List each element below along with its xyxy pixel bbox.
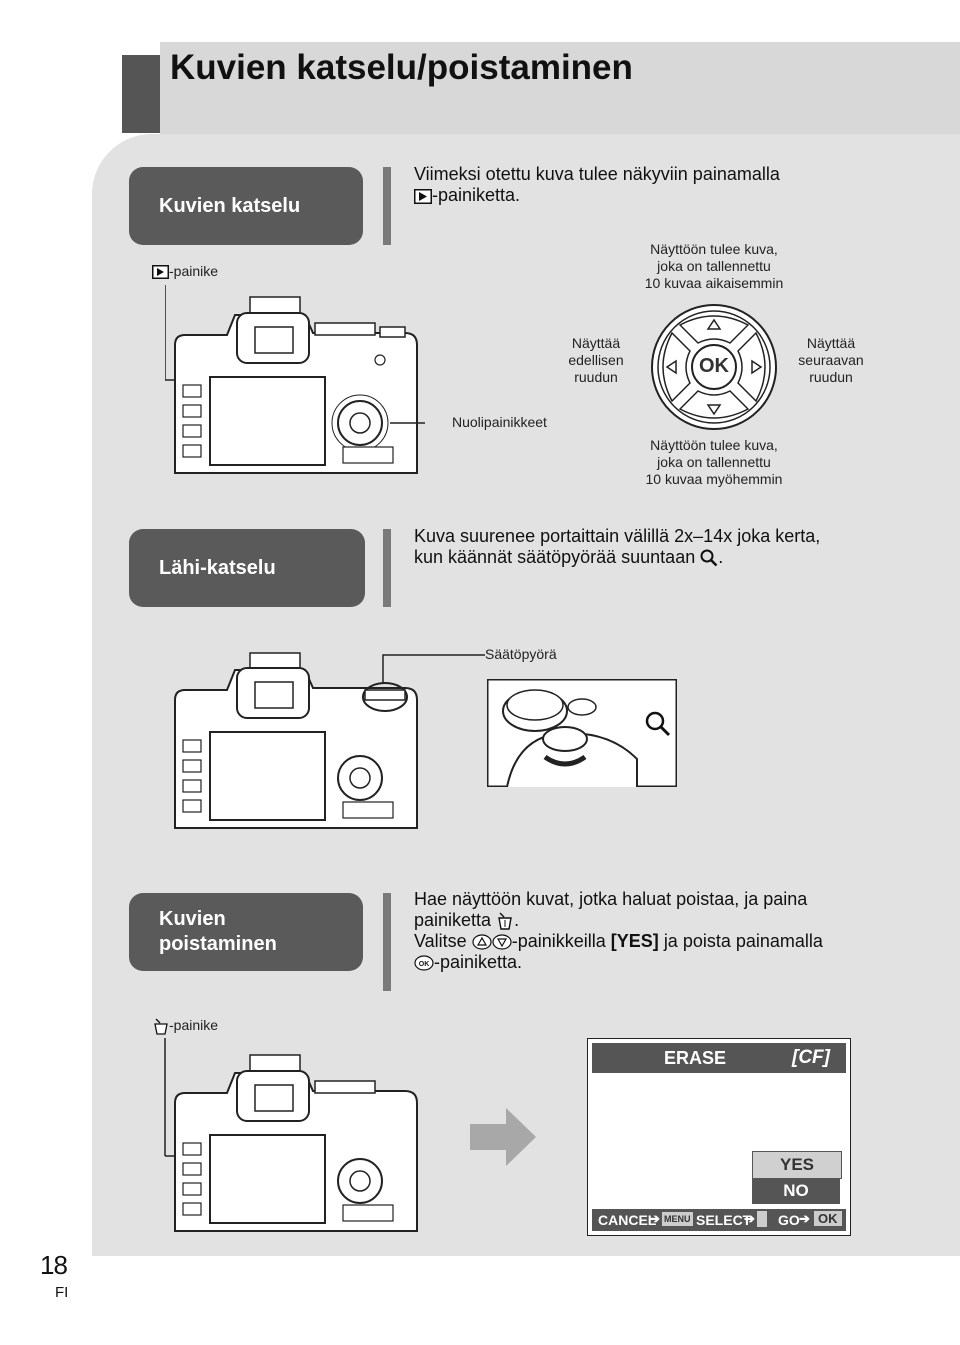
select-label: SELECT — [696, 1212, 752, 1228]
section-label-text: Kuvien poistaminen — [159, 907, 277, 957]
lcd-footer: CANCEL ➔ MENU SELECT ➔ GO ➔ OK — [592, 1209, 846, 1231]
ok-button — [691, 344, 737, 390]
updown-key-icon — [757, 1211, 767, 1227]
right-arrow-icon — [751, 359, 763, 375]
label-text: -painike — [169, 1017, 219, 1033]
desc-line: Hae näyttöön kuvat, jotka haluat poistaa… — [414, 889, 808, 909]
left-arrow-icon — [665, 359, 677, 375]
desc-text: -painiketta. — [434, 952, 523, 972]
label-line: poistaminen — [159, 933, 277, 955]
desc-line: kun käännät säätöpyörää suuntaan . — [414, 547, 914, 568]
label-text: -painike — [169, 263, 219, 279]
dial-closeup-illustration — [487, 679, 677, 787]
desc-text: . — [514, 910, 520, 930]
dial-label: Säätöpyörä — [485, 646, 557, 662]
svg-text:OK: OK — [419, 961, 430, 968]
desc-line: painiketta . — [414, 910, 934, 931]
desc-text-bold: [YES] — [610, 931, 659, 951]
camera-back-illustration — [165, 285, 425, 474]
desc-text: Valitse — [414, 931, 467, 951]
desc-text: painiketta — [414, 910, 492, 930]
up-arrow-icon — [706, 318, 722, 330]
desc-line: 10 kuvaa myöhemmin — [645, 471, 783, 487]
desc-line: joka on tallennettu — [657, 454, 771, 470]
arrow-buttons-label: Nuolipainikkeet — [452, 414, 547, 430]
desc-text: -painikkeilla — [511, 931, 606, 951]
menu-key: MENU — [662, 1212, 693, 1226]
erase-description: Hae näyttöön kuvat, jotka haluat poistaa… — [414, 889, 934, 973]
ok-icon: OK — [414, 955, 434, 971]
language-code: FI — [55, 1284, 69, 1301]
closeup-description: Kuva suurenee portaittain välillä 2x–14x… — [414, 526, 914, 568]
play-button-label: -painike — [152, 263, 218, 280]
page-title: Kuvien katselu/poistaminen — [170, 48, 633, 87]
arrow-right-icon — [470, 1108, 536, 1166]
section-label-text: Lähi-katselu — [159, 556, 276, 579]
desc-line: Näyttöön tulee kuva, — [650, 241, 778, 257]
desc-line: 10 kuvaa aikaisemmin — [644, 275, 784, 291]
page-number: 18 — [40, 1250, 68, 1280]
go-label: GO — [778, 1212, 800, 1228]
zoom-icon — [645, 711, 665, 731]
up-arrow-icon — [472, 934, 492, 950]
section-label-closeup: Lähi-katselu — [129, 529, 365, 607]
desc-line: Näyttää — [806, 335, 856, 351]
play-icon — [414, 188, 432, 204]
desc-line: Valitse -painikkeilla [YES] ja poista pa… — [414, 931, 934, 952]
section-label-erase: Kuvien poistaminen — [129, 893, 363, 971]
trash-icon — [154, 1018, 168, 1035]
right-arrow-description: Näyttää seuraavan ruudun — [788, 335, 874, 386]
desc-line: OK -painiketta. — [414, 952, 934, 973]
title-background — [160, 42, 960, 134]
no-option[interactable]: NO — [752, 1178, 840, 1204]
desc-line: Näyttöön tulee kuva, — [650, 437, 778, 453]
left-arrow-description: Näyttää edellisen ruudun — [555, 335, 637, 386]
play-icon — [152, 265, 169, 280]
desc-line: -painiketta. — [414, 185, 874, 206]
section-divider — [383, 167, 391, 245]
up-arrow-description: Näyttöön tulee kuva, joka on tallennettu… — [628, 241, 800, 292]
down-arrow-icon — [706, 404, 722, 416]
desc-line: Näyttää — [571, 335, 621, 351]
erase-lcd-screen: ERASE [CF] YES NO CANCEL ➔ MENU SELECT ➔… — [587, 1038, 851, 1236]
desc-line: ruudun — [809, 369, 853, 385]
title-accent-bar — [122, 55, 160, 133]
camera-back-illustration — [164, 1038, 418, 1232]
desc-text: -painiketta. — [432, 185, 521, 205]
trash-icon — [498, 912, 512, 930]
section-label-text: Kuvien katselu — [159, 194, 301, 217]
section-label-playback: Kuvien katselu — [129, 167, 363, 245]
yes-option[interactable]: YES — [752, 1151, 842, 1179]
desc-line: edellisen — [568, 352, 624, 368]
down-arrow-icon — [492, 934, 512, 950]
ok-button-label: OK — [699, 355, 729, 377]
lcd-header-title: ERASE — [664, 1048, 727, 1068]
label-line: Kuvien — [159, 908, 226, 930]
cancel-label: CANCEL — [598, 1212, 657, 1228]
desc-line: seuraavan — [798, 352, 864, 368]
desc-line: Viimeksi otettu kuva tulee näkyviin pain… — [414, 164, 780, 184]
desc-text: kun käännät säätöpyörää suuntaan — [414, 547, 696, 567]
desc-text: ja poista painamalla — [663, 931, 823, 951]
desc-line: ruudun — [574, 369, 618, 385]
arrow-pad — [651, 304, 777, 430]
ok-key: OK — [814, 1211, 842, 1226]
zoom-icon — [700, 549, 718, 567]
desc-text: . — [718, 547, 724, 567]
card-indicator: [CF] — [792, 1047, 830, 1068]
desc-line: joka on tallennettu — [657, 258, 771, 274]
lcd-header: ERASE [CF] — [592, 1043, 846, 1073]
section-divider — [383, 893, 391, 991]
camera-back-illustration — [174, 652, 485, 829]
trash-button-label: -painike — [153, 1017, 218, 1035]
playback-description: Viimeksi otettu kuva tulee näkyviin pain… — [414, 164, 874, 206]
down-arrow-description: Näyttöön tulee kuva, joka on tallennettu… — [628, 437, 800, 488]
desc-line: Kuva suurenee portaittain välillä 2x–14x… — [414, 526, 821, 546]
section-divider — [383, 529, 391, 607]
